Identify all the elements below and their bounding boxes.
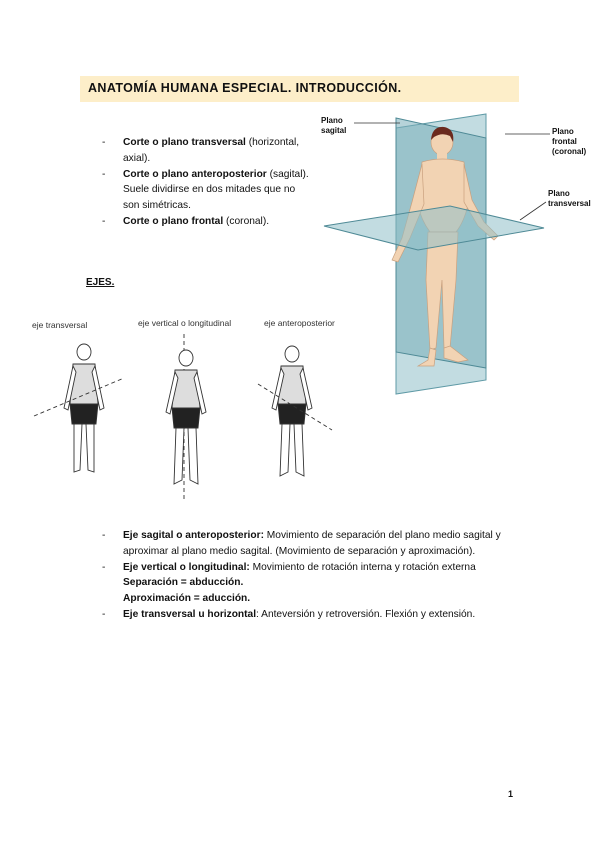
list-item: Corte o plano frontal (coronal). [102, 214, 312, 230]
page-title: ANATOMÍA HUMANA ESPECIAL. INTRODUCCIÓN. [88, 81, 402, 95]
axis-name: Eje vertical o longitudinal: [123, 561, 250, 573]
figure-anteroposterior-axis [257, 345, 333, 477]
axis-label-transversal: eje transversal [32, 320, 87, 330]
anatomical-planes-figure: Plano sagital Plano frontal (coronal) Pl… [321, 113, 591, 395]
frontal-label-line3: (coronal) [552, 147, 587, 156]
page-number: 1 [508, 789, 514, 799]
axis-label-vertical: eje vertical o longitudinal [138, 318, 231, 328]
list-item: Eje transversal u horizontal: Anteversió… [102, 607, 522, 623]
list-item: Eje vertical o longitudinal: Movimiento … [102, 560, 522, 607]
list-item: Eje sagital o anteroposterior: Movimient… [102, 528, 522, 560]
ejes-heading: EJES. [86, 277, 115, 288]
body-axes-figure: eje transversal eje vertical o longitudi… [32, 318, 335, 500]
cut-planes-list: Corte o plano transversal (horizontal, a… [102, 135, 312, 230]
transverse-label-line1: Plano [548, 189, 570, 198]
axis-note: Aproximación = aducción. [123, 593, 251, 605]
frontal-label-line1: Plano [552, 127, 574, 136]
cut-name: Corte o plano transversal [123, 137, 246, 148]
axis-desc: Movimiento de rotación interna y rotació… [249, 561, 476, 573]
cut-desc: (coronal). [223, 215, 270, 227]
axis-name: Eje sagital o anteroposterior: [123, 530, 264, 541]
title-bar: ANATOMÍA HUMANA ESPECIAL. INTRODUCCIÓN. [80, 76, 519, 102]
transverse-label-line2: transversal [548, 199, 591, 208]
sagital-label-line2: sagital [321, 126, 346, 135]
list-item: Corte o plano transversal (horizontal, a… [102, 135, 312, 167]
sagital-label-line1: Plano [321, 116, 343, 125]
frontal-label-line2: frontal [552, 137, 577, 146]
axis-name: Eje transversal u horizontal [123, 608, 257, 620]
axis-desc: Movimiento de separación del plano medio… [123, 530, 501, 557]
cut-desc: (horizontal, axial). [123, 137, 300, 164]
axes-list: Eje sagital o anteroposterior: Movimient… [102, 528, 522, 623]
figure-vertical-axis [165, 334, 207, 500]
list-item: Corte o plano anteroposterior (sagital).… [102, 167, 312, 214]
axis-label-anteroposterior: eje anteroposterior [264, 318, 335, 328]
axis-note: Separación = abducción. [123, 577, 244, 589]
cut-desc: (sagital). Suele dividirse en dos mitade… [123, 168, 309, 212]
cut-name: Corte o plano anteroposterior [123, 168, 267, 180]
cut-name: Corte o plano frontal [123, 215, 224, 227]
transverse-plane [323, 205, 545, 251]
figure-transverse-axis [33, 343, 125, 473]
axis-desc: : Anteversión y retroversión. Flexión y … [256, 608, 476, 620]
